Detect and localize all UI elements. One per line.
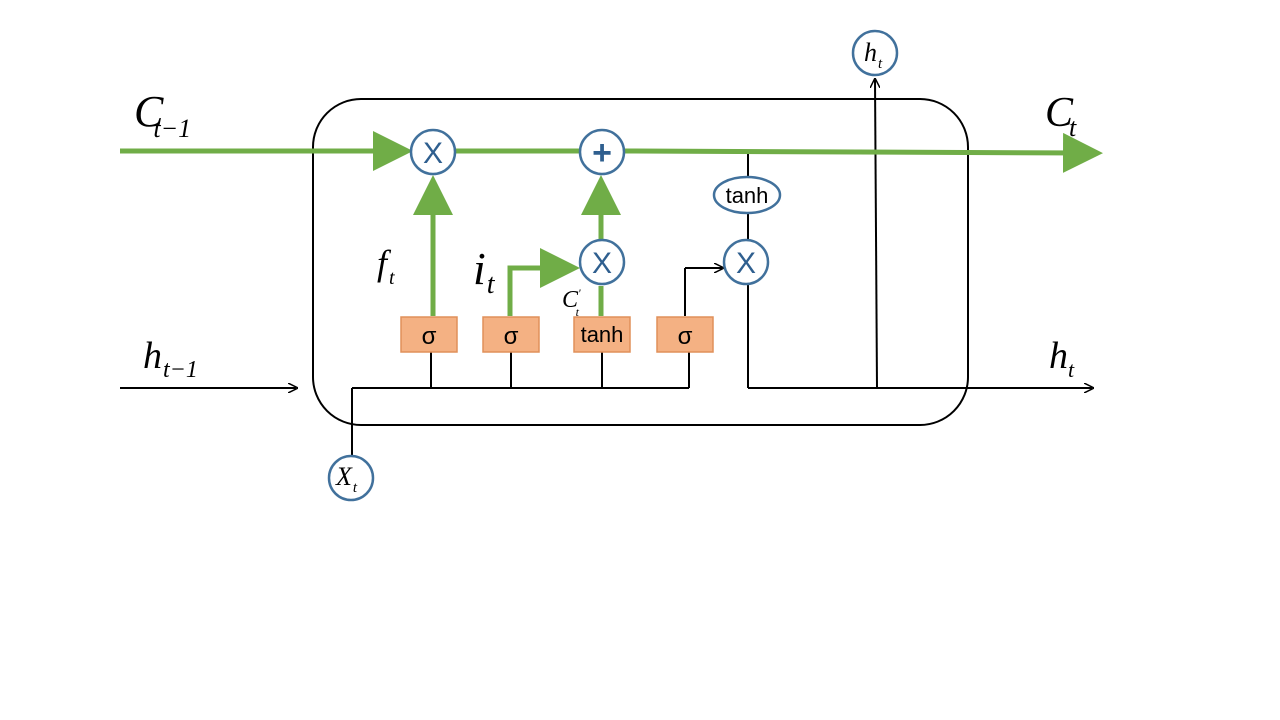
hidden-state-wiring (120, 80, 1092, 457)
sigma-output-box (656, 316, 714, 353)
sigma-forget-gate: σ (400, 316, 458, 353)
sigma-input-gate: σ (482, 316, 540, 353)
mult-output-glyph: X (736, 247, 756, 280)
c-out-arrow (624, 132, 1103, 173)
mult-input-op: X (578, 238, 626, 286)
h-out-top-label: ht (864, 38, 883, 72)
h-out-right-label: ht (1049, 335, 1075, 382)
tanh-candidate-box (573, 316, 631, 353)
mult-output-circle (722, 238, 770, 286)
h-out-top-circle (851, 29, 899, 77)
h-out-top-node: ht (851, 29, 899, 77)
x-input-circle (327, 454, 375, 502)
sigma-input-label: σ (504, 323, 519, 350)
x-input-label: Xt (335, 462, 358, 496)
cell-boundary (312, 98, 969, 426)
tanh-candidate-gate: tanh (573, 316, 631, 353)
c-prev-label: Ct−1 (134, 87, 191, 143)
sigma-output-label: σ (678, 323, 693, 350)
tanh-cell-op: tanh (712, 175, 782, 215)
mult-forget-circle (409, 128, 457, 176)
candidate-label: C't (562, 286, 581, 319)
h-up-arrow (875, 80, 877, 389)
sigma-output-gate: σ (656, 316, 714, 353)
sigma-forget-label: σ (422, 323, 437, 350)
add-cell-op: + (578, 128, 626, 176)
input-gate-arrow (507, 248, 580, 316)
sigma-forget-box (400, 316, 458, 353)
add-cell-glyph: + (592, 134, 612, 172)
mult-forget-glyph: X (423, 137, 443, 170)
mult-input-glyph: X (592, 247, 612, 280)
cell-state-wiring (120, 131, 1103, 316)
add-cell-circle (578, 128, 626, 176)
c-out-label: Ct (1045, 90, 1077, 142)
input-gate-label: it (473, 243, 496, 300)
x-input-node: Xt (327, 454, 375, 502)
tanh-cell-ellipse (712, 175, 782, 215)
mult-output-op: X (722, 238, 770, 286)
h-prev-label: ht−1 (143, 335, 198, 383)
mult-input-circle (578, 238, 626, 286)
sigma-input-box (482, 316, 540, 353)
tanh-candidate-label: tanh (581, 322, 624, 347)
mult-forget-op: X (409, 128, 457, 176)
tanh-cell-label: tanh (726, 183, 769, 208)
